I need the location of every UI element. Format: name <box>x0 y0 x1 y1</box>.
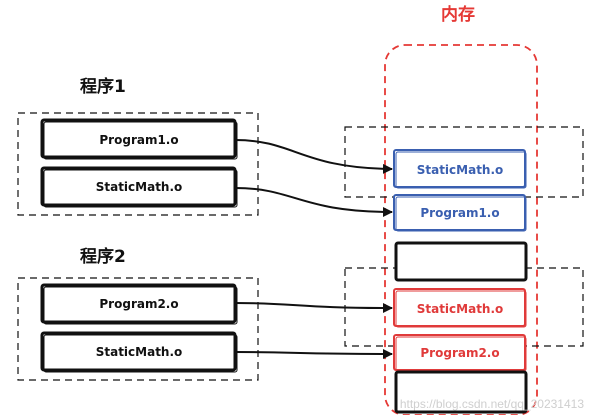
arrow-program2-to-staticmath <box>234 302 393 313</box>
memory-slot-empty-1 <box>394 241 528 282</box>
program2-module-label: StaticMath.o <box>96 345 183 359</box>
program1-module-staticmath: StaticMath.o <box>40 166 238 208</box>
memory-slot-staticmath-1: StaticMath.o <box>393 149 527 189</box>
arrow-staticmath1-to-program1 <box>234 187 393 217</box>
memory-slot-staticmath-2: StaticMath.o <box>393 288 527 328</box>
program2-module-label: Program2.o <box>99 297 178 311</box>
program2-module-staticmath: StaticMath.o <box>40 331 238 373</box>
arrow-staticmath2-to-program2 <box>234 348 393 359</box>
watermark-text: https://blog.csdn.net/qq_20231413 <box>399 397 584 411</box>
memory-slot-empty-2 <box>394 370 528 414</box>
memory-slot-label: StaticMath.o <box>417 302 504 316</box>
program2-module-program: Program2.o <box>40 283 238 325</box>
program1-title: 程序1 <box>80 76 126 97</box>
memory-slot-label: Program1.o <box>420 206 499 220</box>
program1-module-label: StaticMath.o <box>96 180 183 194</box>
memory-title: 内存 <box>441 4 475 25</box>
program1-group <box>17 112 259 216</box>
memory-slot-program1: Program1.o <box>393 194 527 232</box>
memory-slot-program2: Program2.o <box>393 334 527 372</box>
program2-title: 程序2 <box>80 246 126 267</box>
memory-slot-label: StaticMath.o <box>417 163 504 177</box>
program1-module-program: Program1.o <box>40 118 238 160</box>
arrow-program1-to-staticmath <box>234 139 393 174</box>
program2-group <box>17 277 259 381</box>
program1-module-label: Program1.o <box>99 133 178 147</box>
memory-slot-label: Program2.o <box>420 346 499 360</box>
